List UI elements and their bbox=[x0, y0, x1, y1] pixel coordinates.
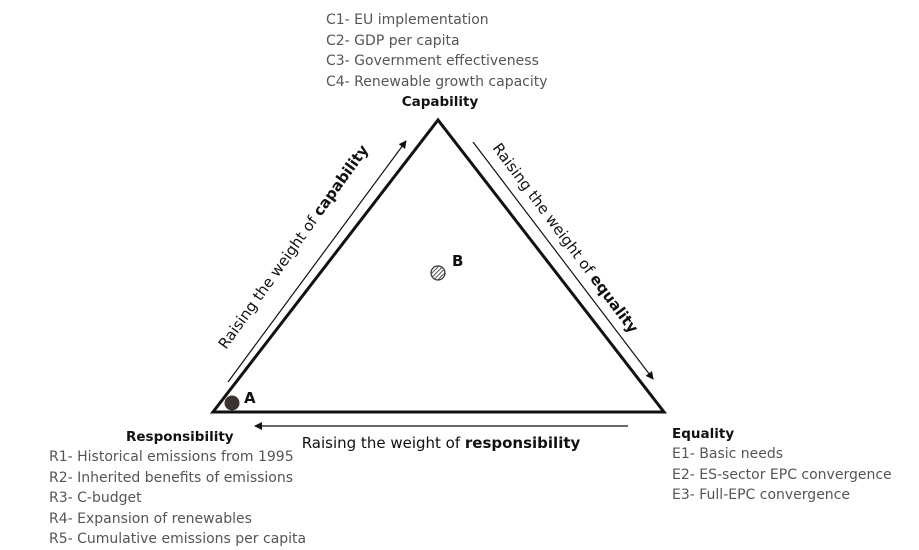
responsibility-item-5: R5- Cumulative emissions per capita bbox=[49, 531, 306, 547]
equality-arrow bbox=[472, 141, 654, 380]
capability-arrow bbox=[227, 140, 407, 383]
equality-item-3: E3- Full-EPC convergence bbox=[672, 487, 850, 503]
responsibility-item-4: R4- Expansion of renewables bbox=[49, 511, 252, 527]
capability-axis-prefix: Raising the weight of bbox=[215, 209, 324, 352]
responsibility-item-1: R1- Historical emissions from 1995 bbox=[49, 449, 294, 465]
responsibility-item-2: R2- Inherited benefits of emissions bbox=[49, 470, 293, 486]
capability-list: C1- EU implementation C2- GDP per capita… bbox=[326, 12, 548, 90]
responsibility-axis-prefix: Raising the weight of bbox=[302, 434, 465, 452]
responsibility-axis-emphasis: responsibility bbox=[465, 434, 581, 452]
capability-item-1: C1- EU implementation bbox=[326, 12, 489, 28]
responsibility-list: R1- Historical emissions from 1995 R2- I… bbox=[49, 449, 306, 547]
capability-axis-emphasis: capability bbox=[309, 141, 372, 219]
equality-item-1: E1- Basic needs bbox=[672, 446, 783, 462]
responsibility-axis-label: Raising the weight of responsibility bbox=[302, 434, 581, 452]
equality-list: E1- Basic needs E2- ES-sector EPC conver… bbox=[672, 446, 892, 503]
equality-title: Equality bbox=[672, 426, 734, 442]
capability-title: Capability bbox=[402, 94, 479, 110]
point-a-label: A bbox=[244, 389, 256, 407]
equality-axis-label: Raising the weight of equality bbox=[489, 140, 642, 337]
capability-item-2: C2- GDP per capita bbox=[326, 33, 460, 49]
point-b-label: B bbox=[452, 252, 463, 270]
responsibility-title: Responsibility bbox=[126, 429, 234, 445]
responsibility-item-3: R3- C-budget bbox=[49, 490, 142, 506]
capability-item-4: C4- Renewable growth capacity bbox=[326, 74, 548, 90]
equality-item-2: E2- ES-sector EPC convergence bbox=[672, 467, 892, 483]
triangle-outline bbox=[209, 117, 668, 414]
equality-axis-emphasis: equality bbox=[586, 270, 642, 336]
capability-item-3: C3- Government effectiveness bbox=[326, 53, 539, 69]
capability-axis-label: Raising the weight of capability bbox=[215, 141, 373, 352]
point-b-marker bbox=[430, 265, 446, 281]
point-a-marker bbox=[224, 395, 240, 411]
